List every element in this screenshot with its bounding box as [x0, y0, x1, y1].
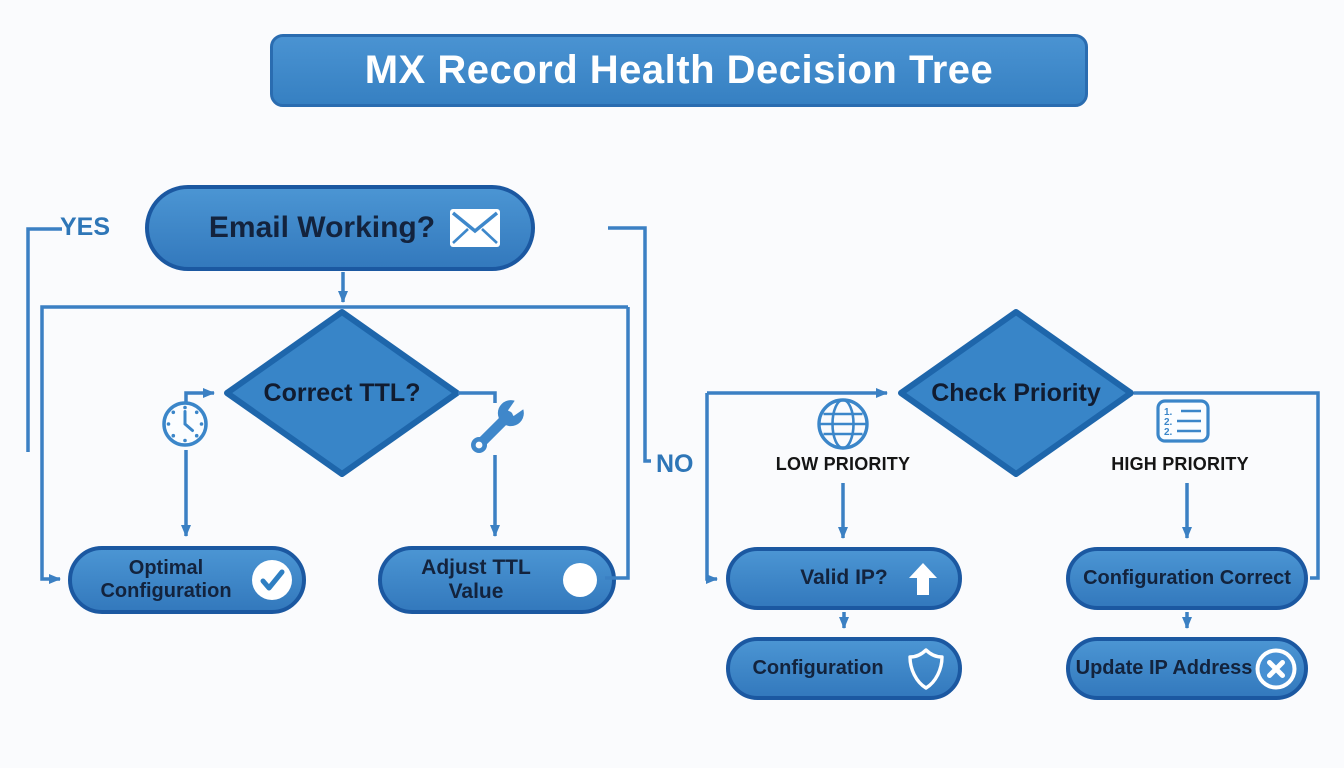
node-optimal-configuration: Optimal Configuration [68, 546, 306, 614]
node-configuration: Configuration [726, 637, 962, 700]
node-adjust-ttl-value-label: Adjust TTL Value [421, 555, 531, 603]
connector-split-to-adjust [605, 307, 630, 580]
branch-label-no: NO [656, 450, 694, 478]
connector-yes-branch [26, 227, 62, 452]
clock-icon [160, 399, 210, 449]
node-valid-ip: Valid IP? [726, 547, 962, 610]
list-item-number: 2. [1164, 427, 1173, 438]
node-email-working-label: Email Working? [208, 210, 436, 244]
node-correct-ttl-label: Correct TTL? [263, 378, 421, 407]
branch-label-yes: YES [60, 213, 111, 241]
branch-label-high-priority: HIGH PRIORITY [1111, 454, 1249, 474]
node-configuration-correct: Configuration Correct [1066, 547, 1308, 610]
node-check-priority: Check Priority [896, 307, 1136, 479]
node-check-priority-label: Check Priority [931, 378, 1101, 407]
arrow-up-icon [906, 561, 940, 597]
shield-icon [906, 647, 946, 691]
connector-no-branch [608, 226, 651, 463]
wrench-icon [464, 392, 528, 464]
envelope-icon [449, 208, 501, 248]
globe-icon [815, 396, 871, 452]
node-adjust-ttl-value: Adjust TTL Value [378, 546, 616, 614]
check-circle-icon [250, 558, 294, 602]
page-title-text: MX Record Health Decision Tree [364, 48, 994, 92]
connector-elbow-to-valid-ip [705, 393, 718, 584]
circle-icon [562, 562, 598, 598]
node-configuration-correct-label: Configuration Correct [1083, 567, 1291, 589]
node-update-ip-address: Update IP Address [1066, 637, 1308, 700]
page-title: MX Record Health Decision Tree [270, 34, 1088, 107]
node-configuration-label: Configuration [752, 657, 884, 679]
diamond-shape [898, 309, 1134, 477]
node-correct-ttl: Correct TTL? [222, 307, 462, 479]
x-circle-icon [1254, 647, 1298, 691]
branch-label-low-priority: LOW PRIORITY [775, 454, 911, 474]
numbered-list-icon: 1. 2. 2. [1156, 399, 1210, 443]
node-update-ip-address-label: Update IP Address [1075, 657, 1253, 679]
node-email-working: Email Working? [145, 185, 535, 271]
node-optimal-configuration-label: Optimal Configuration [100, 557, 232, 602]
node-valid-ip-label: Valid IP? [800, 566, 888, 590]
